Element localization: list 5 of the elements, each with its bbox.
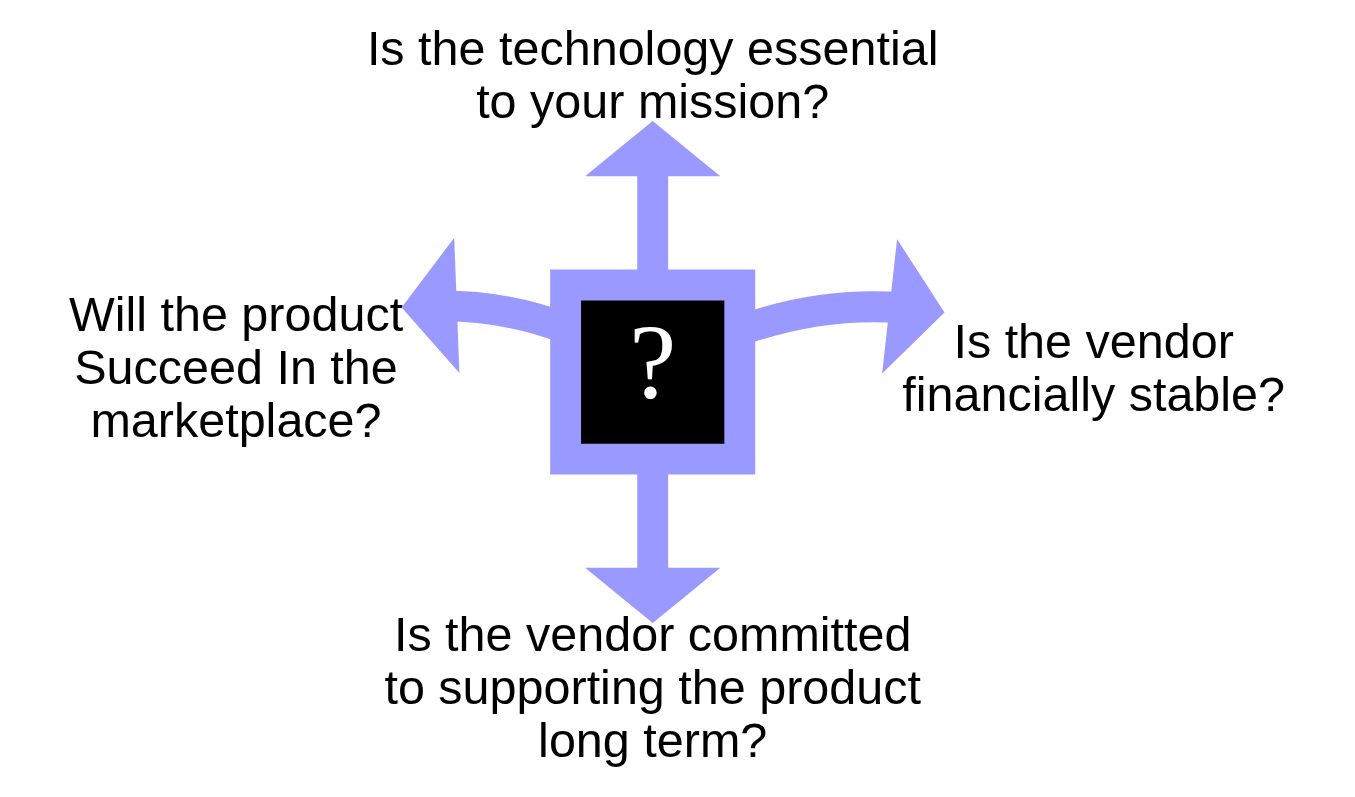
node-text: Is the vendor committed to supporting the product long term?: [384, 607, 921, 767]
node-box: ?: [550, 269, 756, 475]
node-text: Is the vendor financially stable?: [902, 313, 1286, 421]
node-text: Will the product Succeed In the marketplace?: [68, 287, 404, 448]
node-text: Is the technology essential to your mission?: [366, 20, 939, 128]
